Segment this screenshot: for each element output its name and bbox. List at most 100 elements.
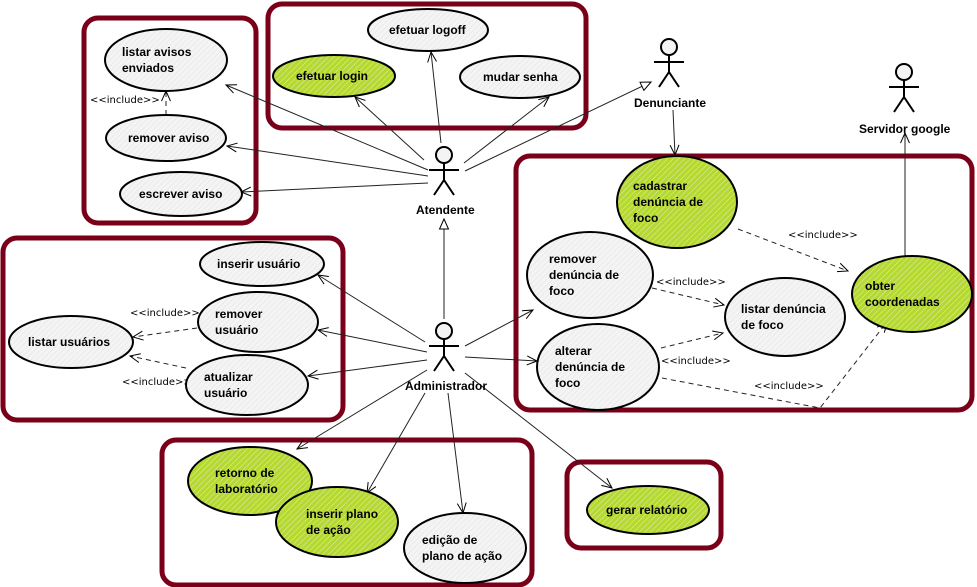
associations: <<include>> <<include>> <<include>> <<inclu…	[90, 50, 910, 515]
include-cadastrar-obter: <<include>>	[737, 228, 858, 273]
assoc-atendente-efetuar-login	[354, 96, 425, 161]
use-case-listar-avisos[interactable]: listar avisos enviados	[104, 28, 228, 92]
use-case-gerar-relatorio[interactable]: gerar relatório	[586, 485, 710, 535]
use-case-ellipse	[272, 54, 396, 98]
boundary-avisos	[81, 15, 259, 226]
arrowhead	[225, 142, 238, 153]
use-case-ellipse	[187, 446, 313, 516]
assoc-admin-edicao-plano	[447, 392, 467, 515]
use-case-ellipse	[185, 354, 309, 416]
boundary-denuncia	[513, 153, 975, 413]
include-label: <<include>>	[90, 95, 160, 106]
use-case-remover-aviso[interactable]: remover aviso	[105, 114, 227, 162]
use-case-ellipse	[105, 114, 227, 162]
arrowhead	[224, 84, 238, 94]
actor-icon	[889, 63, 919, 113]
include-remover-usuario-listar: <<include>>	[130, 308, 200, 341]
generalization-arrowhead	[438, 217, 450, 230]
actor-servidor-google[interactable]: Servidor google	[859, 63, 951, 136]
use-case-ellipse	[275, 486, 399, 558]
use-case-label: foco	[555, 376, 580, 390]
arrowhead	[713, 297, 726, 308]
assoc-atendente-mudar-senha	[463, 96, 550, 164]
use-case-label: retorno de	[215, 466, 275, 480]
actor-icon	[429, 322, 459, 372]
actor-denunciante[interactable]: Denunciante	[634, 38, 706, 110]
actor-icon	[429, 146, 459, 196]
use-case-edicao-plano[interactable]: edição de plano de ação	[403, 512, 527, 584]
arrowhead	[836, 262, 850, 273]
assoc-admin-alterar-denuncia	[464, 355, 539, 366]
assoc-atendente-listar-avisos	[224, 84, 429, 171]
actor-administrador[interactable]: Administrador	[405, 322, 487, 393]
assoc-admin-remover-usuario	[316, 327, 428, 353]
use-case-mudar-senha[interactable]: mudar senha	[459, 55, 581, 99]
use-case-retorno-laboratorio[interactable]: retorno de laboratório	[187, 446, 313, 516]
boundary-plano	[159, 437, 535, 587]
use-case-label: plano de ação	[422, 549, 502, 563]
use-case-label: efetuar login	[296, 69, 368, 83]
use-case-ellipse	[851, 255, 973, 333]
use-case-label: inserir plano	[306, 507, 378, 521]
arrowhead	[306, 369, 319, 380]
use-case-ellipse	[616, 155, 738, 249]
use-case-ellipse	[526, 231, 654, 319]
use-case-ellipse	[8, 315, 134, 369]
assoc-admin-retorno	[295, 369, 428, 450]
use-case-label: enviados	[122, 61, 174, 75]
use-case-inserir-usuario[interactable]: inserir usuário	[199, 241, 325, 287]
assoc-admin-remover-denuncia	[464, 309, 535, 347]
use-case-label: gerar relatório	[606, 503, 687, 517]
use-case-ellipse	[197, 291, 319, 353]
use-case-label: de foco	[741, 318, 784, 332]
assoc-atendente-remover-aviso	[225, 142, 429, 177]
use-case-label: foco	[633, 211, 658, 225]
use-case-efetuar-login[interactable]: efetuar login	[272, 54, 396, 98]
use-case-ellipse	[104, 28, 228, 92]
arrowhead	[128, 353, 141, 363]
use-case-label: atualizar	[204, 370, 253, 384]
arrowhead	[601, 478, 613, 489]
use-case-label: foco	[549, 284, 574, 298]
use-case-ellipse	[724, 277, 846, 357]
use-case-listar-usuarios[interactable]: listar usuários	[8, 315, 134, 369]
assoc-admin-atualizar-usuario	[306, 359, 428, 380]
use-case-escrever-aviso[interactable]: escrever aviso	[119, 171, 243, 217]
arrowhead	[427, 50, 437, 63]
use-case-label: denúncia de	[555, 360, 625, 374]
use-case-ellipse	[459, 55, 581, 99]
use-case-label: laboratório	[215, 482, 278, 496]
assoc-atendente-escrever-aviso	[239, 182, 429, 197]
assoc-denunciante-cadastrar	[669, 109, 680, 157]
use-case-label: obter	[865, 279, 895, 293]
include-label: <<include>>	[661, 356, 731, 367]
use-case-label: escrever aviso	[139, 187, 222, 201]
include-atualizar-usuario-listar: <<include>>	[122, 353, 192, 388]
use-case-label: edição de	[422, 533, 478, 547]
include-label: <<include>>	[656, 277, 726, 288]
include-alterar-listar-denuncia: <<include>>	[660, 330, 731, 367]
actor-label: Servidor google	[859, 122, 951, 136]
arrowhead	[316, 327, 329, 337]
use-case-label: mudar senha	[483, 70, 558, 84]
use-case-label: denúncia de	[549, 268, 619, 282]
generalization-arrowhead	[639, 81, 653, 92]
arrowhead	[295, 439, 308, 450]
include-label: <<include>>	[754, 381, 824, 392]
use-case-label: listar avisos	[122, 45, 192, 59]
use-case-efetuar-logoff[interactable]: efetuar logoff	[367, 8, 489, 52]
actor-atendente[interactable]: Atendente	[416, 146, 475, 217]
use-case-ellipse	[119, 171, 243, 217]
assoc-coordenadas-servidor	[900, 131, 910, 256]
use-case-label: listar usuários	[28, 335, 110, 349]
